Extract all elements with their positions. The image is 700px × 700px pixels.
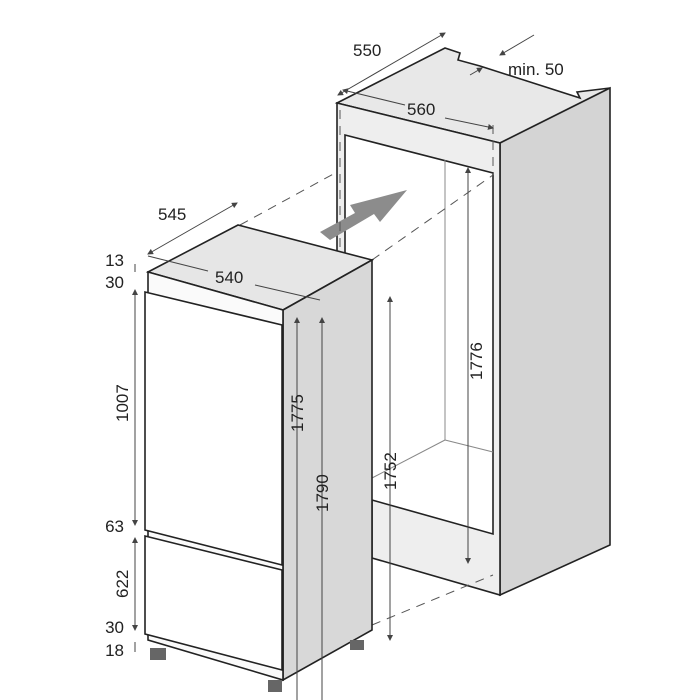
niche-right-side — [499, 86, 611, 597]
niche-width-label: 560 — [407, 100, 435, 119]
fridge-height-1775-label: 1775 — [288, 394, 307, 432]
door-gap-label: 63 — [105, 517, 124, 536]
lower-door-height-label: 622 — [113, 570, 132, 598]
fridge-foot — [350, 640, 364, 650]
fridge-appliance — [144, 224, 375, 692]
top-gap-label: 13 — [105, 251, 124, 270]
bottom-panel-label: 30 — [105, 618, 124, 637]
fridge-height-1752-label: 1752 — [381, 452, 400, 490]
niche-cabinet — [334, 47, 611, 597]
niche-height-label: 1776 — [467, 342, 486, 380]
lower-door — [144, 534, 283, 672]
projection-line — [239, 171, 338, 226]
niche-inner-floor-edge — [444, 439, 494, 453]
projection-line — [371, 174, 494, 261]
fridge-height-1790-label: 1790 — [313, 474, 332, 512]
niche-depth-label: 550 — [353, 41, 381, 60]
top-panel-label: 30 — [105, 273, 124, 292]
fridge-width-label: 540 — [215, 268, 243, 287]
niche-inner-floor-edge-left — [371, 439, 446, 479]
fridge-foot — [150, 648, 166, 660]
upper-door — [144, 290, 283, 567]
insert-direction-arrow-icon — [320, 190, 407, 240]
fridge-side — [282, 258, 373, 682]
ventilation-label: min. 50 — [508, 60, 564, 79]
fridge-depth-label: 545 — [158, 205, 186, 224]
upper-door-height-label: 1007 — [113, 384, 132, 422]
dimension-lines — [132, 32, 535, 700]
feet-height-label: 18 — [105, 641, 124, 660]
fridge-foot — [268, 680, 282, 692]
